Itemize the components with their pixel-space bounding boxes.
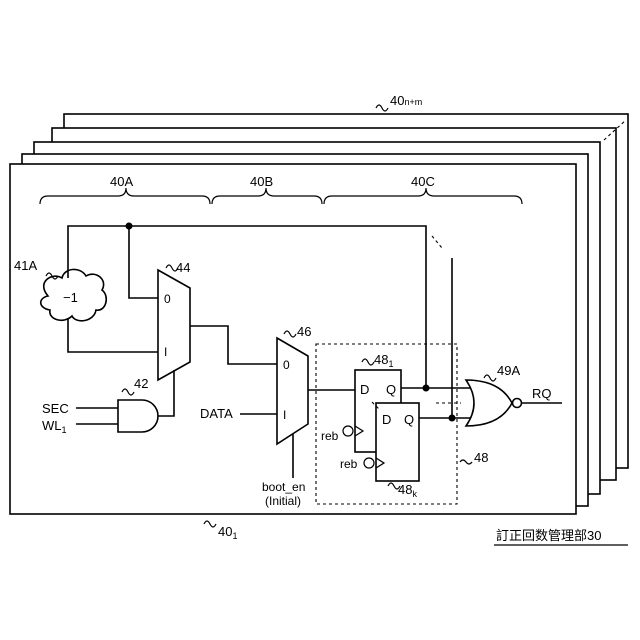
mux-46-in1: I [283, 408, 286, 422]
ff1-d: D [360, 382, 369, 397]
region-40c-label: 40C [411, 174, 435, 189]
nor-gate-ref: 49A [497, 363, 520, 378]
ffk-d: D [382, 412, 391, 427]
mux-44 [158, 270, 190, 380]
caption: 訂正回数管理部30 [496, 528, 601, 543]
and-gate-ref: 42 [134, 376, 148, 391]
and-gate-42 [118, 400, 158, 432]
reb-label-2: reb [340, 457, 358, 471]
cloud-ref: 41A [14, 258, 37, 273]
region-40b-label: 40B [250, 174, 273, 189]
layer-main-ref: 401 [218, 524, 237, 541]
cloud-label: −1 [63, 290, 78, 305]
ff1-q: Q [386, 382, 396, 397]
register-group-ref: 48 [474, 450, 488, 465]
reb-label-1: reb [321, 429, 339, 443]
boot-en-label: boot_en [262, 480, 305, 494]
mux-44-ref: 44 [176, 260, 190, 275]
mux-46-ref: 46 [297, 324, 311, 339]
initial-label: (Initial) [265, 494, 301, 508]
data-label: DATA [200, 406, 233, 421]
ffk-q: Q [404, 412, 414, 427]
mux-44-in1: I [164, 345, 167, 359]
rq-label: RQ [532, 386, 552, 401]
layer-top-ref: 40n+m [390, 93, 422, 108]
layer-stack [10, 114, 628, 514]
mux-46-in0: 0 [283, 358, 290, 372]
mux-44-in0: 0 [164, 292, 171, 306]
region-40a-label: 40A [110, 174, 133, 189]
sec-label: SEC [42, 401, 69, 416]
